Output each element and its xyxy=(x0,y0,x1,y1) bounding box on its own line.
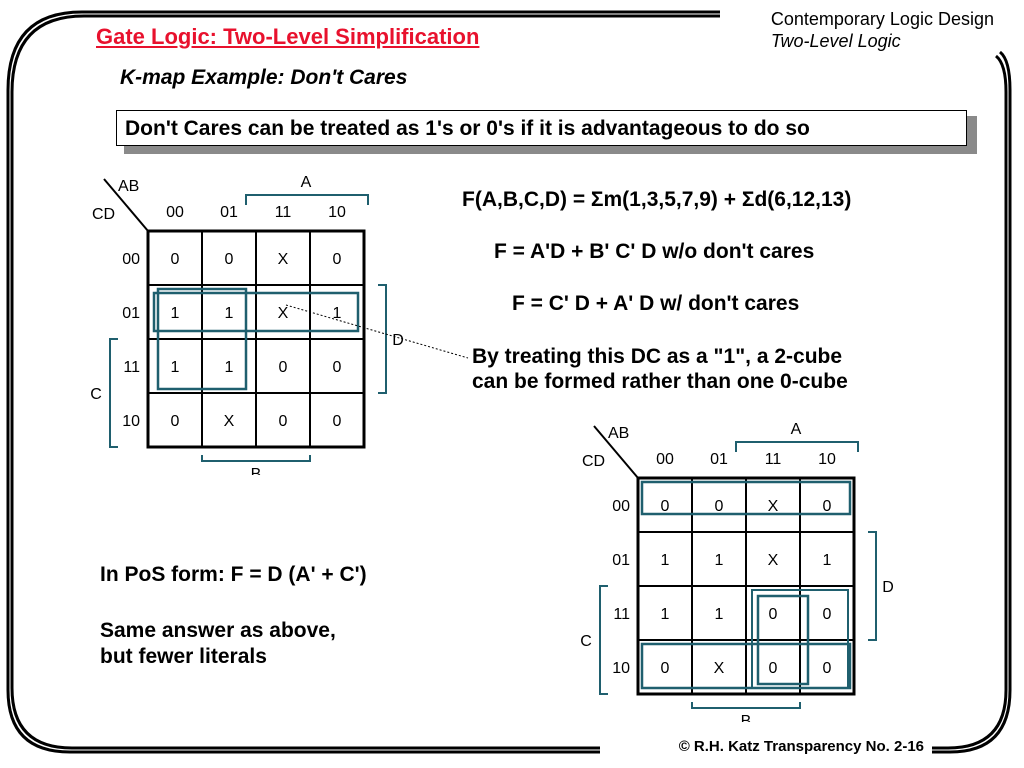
kmap-cell-value: 0 xyxy=(823,498,832,515)
kmap-row-header: 00 xyxy=(612,498,630,515)
explanation-text: By treating this DC as a "1", a 2-cube c… xyxy=(472,344,848,394)
kmap-cell-value: X xyxy=(278,305,289,322)
kmap-cell-value: 1 xyxy=(661,552,670,569)
explanation-line-2: can be formed rather than one 0-cube xyxy=(472,370,848,393)
function-definition: F(A,B,C,D) = Σm(1,3,5,7,9) + Σd(6,12,13) xyxy=(462,188,852,211)
kmap-group-square xyxy=(751,589,849,689)
kmap-var-c: C xyxy=(90,386,102,403)
kmap-var-a: A xyxy=(301,174,312,191)
kmap-cell-value: 0 xyxy=(171,413,180,430)
kmap-cell-value: 1 xyxy=(661,606,670,623)
kmap-cd-label: CD xyxy=(92,206,115,223)
banner-box: Don't Cares can be treated as 1's or 0's… xyxy=(116,110,967,146)
slide-subtitle: K-map Example: Don't Cares xyxy=(120,66,408,89)
kmap-row-header: 00 xyxy=(122,251,140,268)
kmap-cell-value: 0 xyxy=(715,498,724,515)
kmap-row-header: 01 xyxy=(122,305,140,322)
kmap-bracket-c xyxy=(109,338,118,448)
kmap-cell-value: 0 xyxy=(333,251,342,268)
kmap-row-header: 01 xyxy=(612,552,630,569)
kmap-cell-value: X xyxy=(768,552,779,569)
course-title: Contemporary Logic Design xyxy=(770,9,994,29)
kmap-cell-value: X xyxy=(224,413,235,430)
kmap-bracket-a xyxy=(735,441,859,452)
kmap-bracket-a xyxy=(245,194,369,205)
kmap-var-c: C xyxy=(580,633,592,650)
equation-without-dont-cares: F = A'D + B' C' D w/o don't cares xyxy=(494,240,815,263)
kmap-cell-value: 0 xyxy=(769,606,778,623)
kmap-bracket-b xyxy=(201,455,311,462)
kmap-ab-label: AB xyxy=(608,425,629,442)
kmap-cell-value: 1 xyxy=(333,305,342,322)
kmap-cell-value: 1 xyxy=(715,606,724,623)
kmap-cell-value: 0 xyxy=(279,413,288,430)
kmap-col-header: 00 xyxy=(166,204,184,221)
kmap-cell-value: X xyxy=(278,251,289,268)
footer-credit: © R.H. Katz Transparency No. 2-16 xyxy=(670,738,932,755)
kmap-col-header: 11 xyxy=(765,451,782,468)
course-header: Contemporary Logic Design Two-Level Logi… xyxy=(771,8,994,52)
kmap-bracket-d xyxy=(868,531,877,641)
kmap-cell-value: 0 xyxy=(823,660,832,677)
kmap-cd-label: CD xyxy=(582,453,605,470)
kmap-cell-value: 0 xyxy=(171,251,180,268)
kmap-col-header: 11 xyxy=(275,204,292,221)
equation-with-dont-cares: F = C' D + A' D w/ don't cares xyxy=(512,292,800,315)
kmap-cell-value: X xyxy=(714,660,725,677)
explanation-line-1: By treating this DC as a "1", a 2-cube xyxy=(472,345,843,368)
kmap-cell-value: X xyxy=(768,498,779,515)
kmap-cell-value: 0 xyxy=(823,606,832,623)
kmap-var-d: D xyxy=(392,332,404,349)
kmap-cell-value: 1 xyxy=(171,359,180,376)
kmap-bracket-b xyxy=(691,702,801,709)
kmap-cell-value: 1 xyxy=(225,305,234,322)
kmap-cell-value: 1 xyxy=(715,552,724,569)
kmap-cell-value: 0 xyxy=(333,359,342,376)
pos-note-line-3: but fewer literals xyxy=(100,645,267,668)
pos-form-text: In PoS form: F = D (A' + C') xyxy=(100,563,367,586)
kmap-group-row-01 xyxy=(152,291,360,333)
kmap-ab-label: AB xyxy=(118,178,139,195)
kmap-var-d: D xyxy=(882,579,894,596)
kmap-cell-value: 0 xyxy=(225,251,234,268)
kmap-cell-value: 1 xyxy=(171,305,180,322)
kmap-bracket-d xyxy=(378,284,387,394)
kmap-row-header: 11 xyxy=(123,359,140,376)
chapter-title: Two-Level Logic xyxy=(770,31,901,51)
kmap-cell-value: 1 xyxy=(823,552,832,569)
kmap-cell-value: 1 xyxy=(225,359,234,376)
kmap-row-header: 10 xyxy=(122,413,140,430)
kmap-cell-value: 0 xyxy=(661,498,670,515)
kmap-cell-value: 0 xyxy=(333,413,342,430)
kmap-var-b: B xyxy=(251,466,262,475)
kmap-col-header: 01 xyxy=(710,451,728,468)
kmap-cell-value: 0 xyxy=(279,359,288,376)
kmap-col-header: 10 xyxy=(328,204,346,221)
kmap-bracket-c xyxy=(599,585,608,695)
kmap-col-header: 10 xyxy=(818,451,836,468)
kmap-var-b: B xyxy=(741,713,752,722)
kmap-col-header: 00 xyxy=(656,451,674,468)
kmap-corner-diagonal xyxy=(593,425,639,479)
kmap-var-a: A xyxy=(791,421,802,438)
kmap-row-header: 11 xyxy=(613,606,630,623)
slide-title[interactable]: Gate Logic: Two-Level Simplification xyxy=(96,24,480,49)
kmap-group-row-10 xyxy=(640,642,852,690)
kmap-group-row-00 xyxy=(640,480,852,516)
pos-note-line-2: Same answer as above, xyxy=(100,619,336,642)
kmap-group-column-11 xyxy=(756,594,810,686)
kmap-group-square xyxy=(156,287,248,391)
kmap-cell-value: 0 xyxy=(769,660,778,677)
kmap-corner-diagonal xyxy=(103,178,149,232)
kmap-row-header: 10 xyxy=(612,660,630,677)
kmap-cell-value: 0 xyxy=(661,660,670,677)
kmap-col-header: 01 xyxy=(220,204,238,221)
